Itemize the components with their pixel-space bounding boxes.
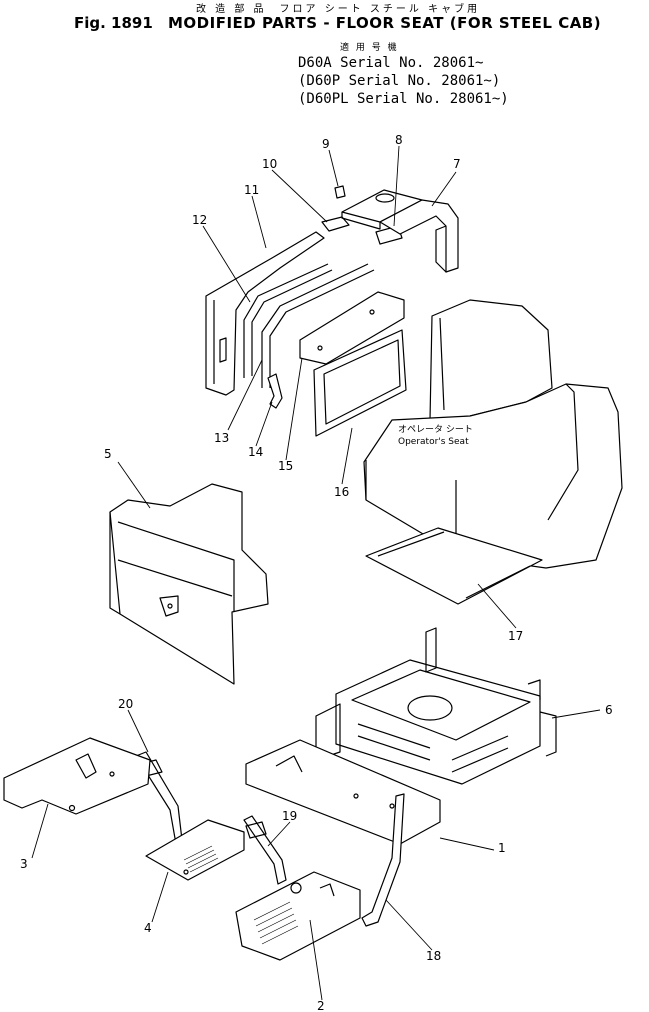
figure-header: 改 造 部 品 フロア シート スチール キャブ用 Fig. 1891 MODI… xyxy=(0,0,649,115)
callouts: 1 2 3 4 5 6 7 8 9 10 11 12 13 14 15 16 1… xyxy=(20,133,613,1012)
callout-12: 12 xyxy=(192,213,207,227)
callout-13: 13 xyxy=(214,431,229,445)
seat-label-en: Operator's Seat xyxy=(398,437,469,447)
part-8-plate xyxy=(341,189,423,245)
callout-10: 10 xyxy=(262,157,277,171)
callout-19: 19 xyxy=(282,809,297,823)
part-11-side-panel xyxy=(205,231,325,396)
part-2-floor-plate xyxy=(235,871,361,961)
callout-8: 8 xyxy=(395,133,403,147)
part-6-seat-frame xyxy=(315,627,557,785)
serial-line-d60p: (D60P Serial No. 28061~) xyxy=(298,73,501,89)
part-14-clip xyxy=(267,373,283,409)
serial-line-d60a: D60A Serial No. 28061~ xyxy=(298,55,484,71)
part-16-cover xyxy=(313,329,407,437)
callout-6: 6 xyxy=(605,703,613,717)
operator-seat: オペレータ シート Operator's Seat xyxy=(363,299,623,569)
part-10-pad xyxy=(321,216,350,232)
part-17-floor-plate xyxy=(365,527,543,605)
callout-14: 14 xyxy=(248,445,263,459)
callout-16: 16 xyxy=(334,485,349,499)
part-1-floor-plate xyxy=(245,739,441,845)
callout-11: 11 xyxy=(244,183,259,197)
applicability-label: 適 用 号 機 xyxy=(340,43,399,53)
callout-15: 15 xyxy=(278,459,293,473)
figure-number: Fig. 1891 xyxy=(74,14,153,32)
seat-label-jp: オペレータ シート xyxy=(398,424,473,435)
part-18-lever xyxy=(361,793,405,927)
callout-9: 9 xyxy=(322,137,330,151)
callout-17: 17 xyxy=(508,629,523,643)
callout-20: 20 xyxy=(118,697,133,711)
part-4-floor-plate xyxy=(145,819,245,881)
part-15-plate xyxy=(299,291,405,365)
part-19-lever xyxy=(243,815,287,885)
part-3-floor-plate xyxy=(3,737,151,815)
part-5-console xyxy=(109,483,269,685)
figure-title: MODIFIED PARTS - FLOOR SEAT (FOR STEEL C… xyxy=(168,14,602,32)
callout-3: 3 xyxy=(20,857,28,871)
part-12-seal-strip xyxy=(243,263,333,378)
callout-4: 4 xyxy=(144,921,152,935)
part-9-block xyxy=(334,185,346,199)
callout-1: 1 xyxy=(498,841,506,855)
serial-line-d60pl: (D60PL Serial No. 28061~) xyxy=(298,91,509,107)
callout-5: 5 xyxy=(104,447,112,461)
callout-7: 7 xyxy=(453,157,461,171)
callout-2: 2 xyxy=(317,999,325,1012)
callout-18: 18 xyxy=(426,949,441,963)
leader-lines xyxy=(31,145,601,1001)
exploded-parts-diagram: オペレータ シート Operator's Seat xyxy=(3,133,623,1012)
japanese-title: 改 造 部 品 フロア シート スチール キャブ用 xyxy=(196,4,481,15)
